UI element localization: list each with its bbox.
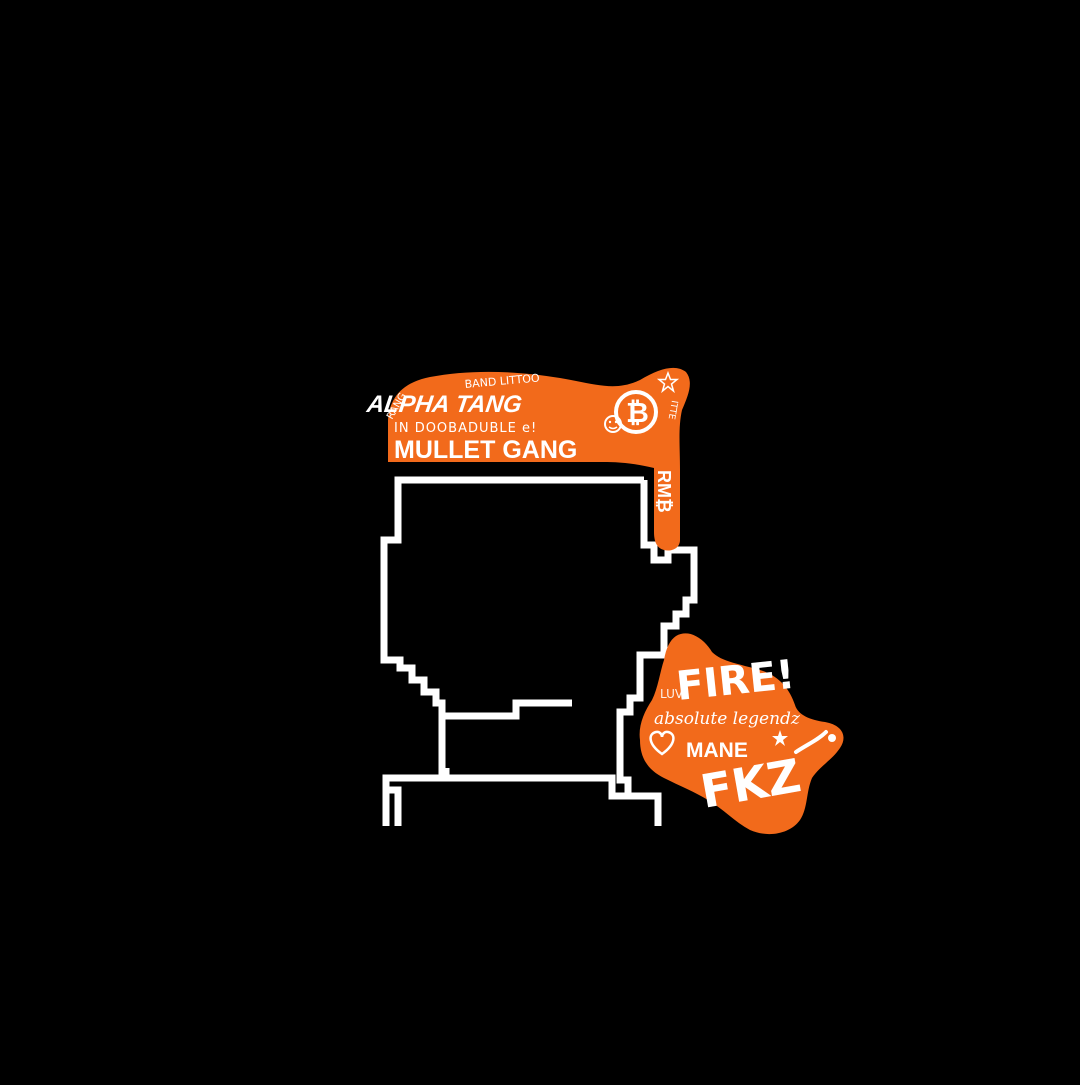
bitcoin-icon: ₿	[614, 390, 658, 434]
signature-swoosh	[794, 730, 828, 754]
splash-mane: MANE	[686, 739, 748, 762]
splash-shape	[639, 633, 844, 835]
headband-title: ALPHA TANG	[364, 391, 524, 418]
heart-icon	[649, 730, 675, 756]
splash-legendz: absolute legendz	[654, 709, 801, 729]
head-outline-left	[380, 476, 644, 826]
star-icon	[656, 370, 680, 394]
signature-dot	[828, 734, 836, 742]
neck-line	[442, 774, 628, 800]
headband-doodle-line: IN DOOBADUBLE e!	[394, 421, 537, 436]
headband-tail-text: RM₿	[654, 470, 674, 513]
mouth-step	[442, 699, 572, 720]
sparkle-star-icon	[772, 730, 788, 746]
collar-left	[386, 786, 402, 826]
splash: FIRE! LUV absolute legendz MANE FKZ	[639, 633, 844, 835]
svg-text:₿: ₿	[626, 397, 649, 428]
head-outline	[380, 476, 698, 826]
headband-side-text: ITTE	[666, 399, 679, 420]
head-outline-right	[616, 480, 698, 826]
splash-luv: LUV	[660, 687, 684, 701]
smiley-icon	[604, 415, 622, 433]
headband-main-text: MULLET GANG	[394, 436, 577, 464]
headband: BAND LITTOO RANG ALPHA TANG IN DOOBADUBL…	[364, 367, 690, 551]
